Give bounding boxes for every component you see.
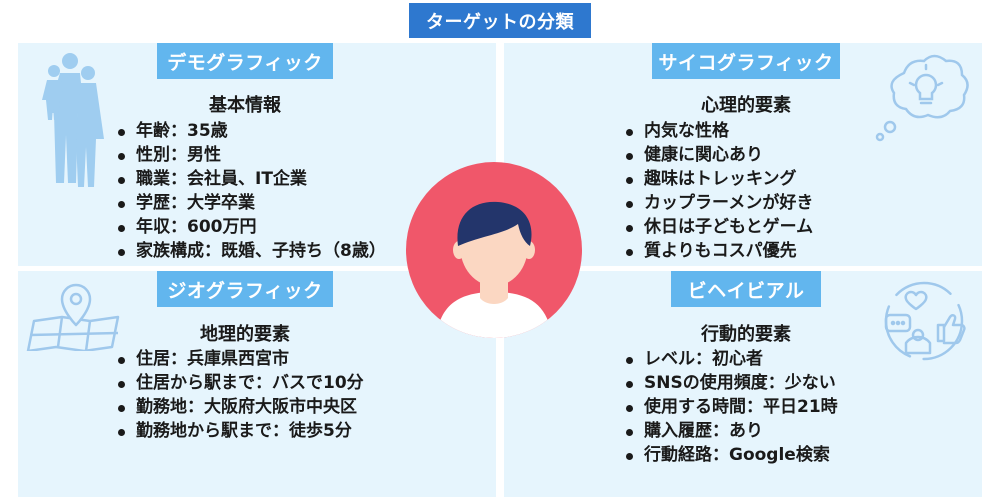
list-item: 勤務地：大阪府大阪市中央区: [114, 395, 364, 419]
list-item: レベル：初心者: [622, 347, 838, 371]
person-avatar-icon: [436, 201, 552, 338]
demographic-list: 年齢：35歳 性別：男性 職業：会社員、IT企業 学歴：大学卒業 年収：600万…: [114, 119, 386, 263]
geographic-label: ジオグラフィック: [157, 271, 333, 307]
diagram-title: ターゲットの分類: [409, 3, 591, 38]
list-item: 休日は子どもとゲーム: [622, 215, 813, 239]
behavioral-list: レベル：初心者 SNSの使用頻度：少ない 使用する時間：平日21時 購入履歴：あ…: [622, 347, 838, 467]
list-item: 年齢：35歳: [114, 119, 386, 143]
list-item: 購入履歴：あり: [622, 419, 838, 443]
list-item: 性別：男性: [114, 143, 386, 167]
behavioral-heading: 行動的要素: [701, 324, 791, 345]
demographic-panel: デモグラフィック 基本情報 年齢：35歳 性別：男性 職業：会社員、IT企業 学…: [18, 43, 496, 266]
psychographic-panel: サイコグラフィック 心理的要素 内気な性格 健康に関心あり 趣味はトレッキング …: [504, 43, 982, 266]
persona-avatar: [406, 162, 582, 338]
list-item: 行動経路：Google検索: [622, 443, 838, 467]
list-item: 住居：兵庫県西宮市: [114, 347, 364, 371]
demographic-heading: 基本情報: [209, 95, 281, 116]
psychographic-heading: 心理的要素: [701, 95, 791, 116]
behavioral-panel: ビヘイビアル 行動的要素 レベル：初心者 SNSの使用頻度：少ない 使用する時間…: [504, 271, 982, 497]
list-item: 趣味はトレッキング: [622, 167, 813, 191]
list-item: 内気な性格: [622, 119, 813, 143]
family-silhouette-icon: [42, 53, 104, 187]
list-item: 学歴：大学卒業: [114, 191, 386, 215]
list-item: 健康に関心あり: [622, 143, 813, 167]
map-pin-icon: [26, 283, 120, 351]
list-item: カップラーメンが好き: [622, 191, 813, 215]
geographic-panel: ジオグラフィック 地理的要素 住居：兵庫県西宮市 住居から駅まで：バスで10分 …: [18, 271, 496, 497]
geographic-heading: 地理的要素: [200, 324, 290, 345]
list-item: 年収：600万円: [114, 215, 386, 239]
behavioral-label: ビヘイビアル: [671, 271, 821, 307]
list-item: 勤務地から駅まで：徒歩5分: [114, 419, 364, 443]
demographic-label: デモグラフィック: [157, 43, 333, 79]
list-item: 家族構成：既婚、子持ち（8歳）: [114, 239, 386, 263]
list-item: 住居から駅まで：バスで10分: [114, 371, 364, 395]
lightbulb-thought-icon: [875, 54, 969, 142]
social-reactions-icon: [884, 281, 966, 361]
list-item: 職業：会社員、IT企業: [114, 167, 386, 191]
psychographic-list: 内気な性格 健康に関心あり 趣味はトレッキング カップラーメンが好き 休日は子ど…: [622, 119, 813, 263]
psychographic-label: サイコグラフィック: [652, 43, 840, 79]
geographic-list: 住居：兵庫県西宮市 住居から駅まで：バスで10分 勤務地：大阪府大阪市中央区 勤…: [114, 347, 364, 443]
list-item: 質よりもコスパ優先: [622, 239, 813, 263]
list-item: SNSの使用頻度：少ない: [622, 371, 838, 395]
list-item: 使用する時間：平日21時: [622, 395, 838, 419]
